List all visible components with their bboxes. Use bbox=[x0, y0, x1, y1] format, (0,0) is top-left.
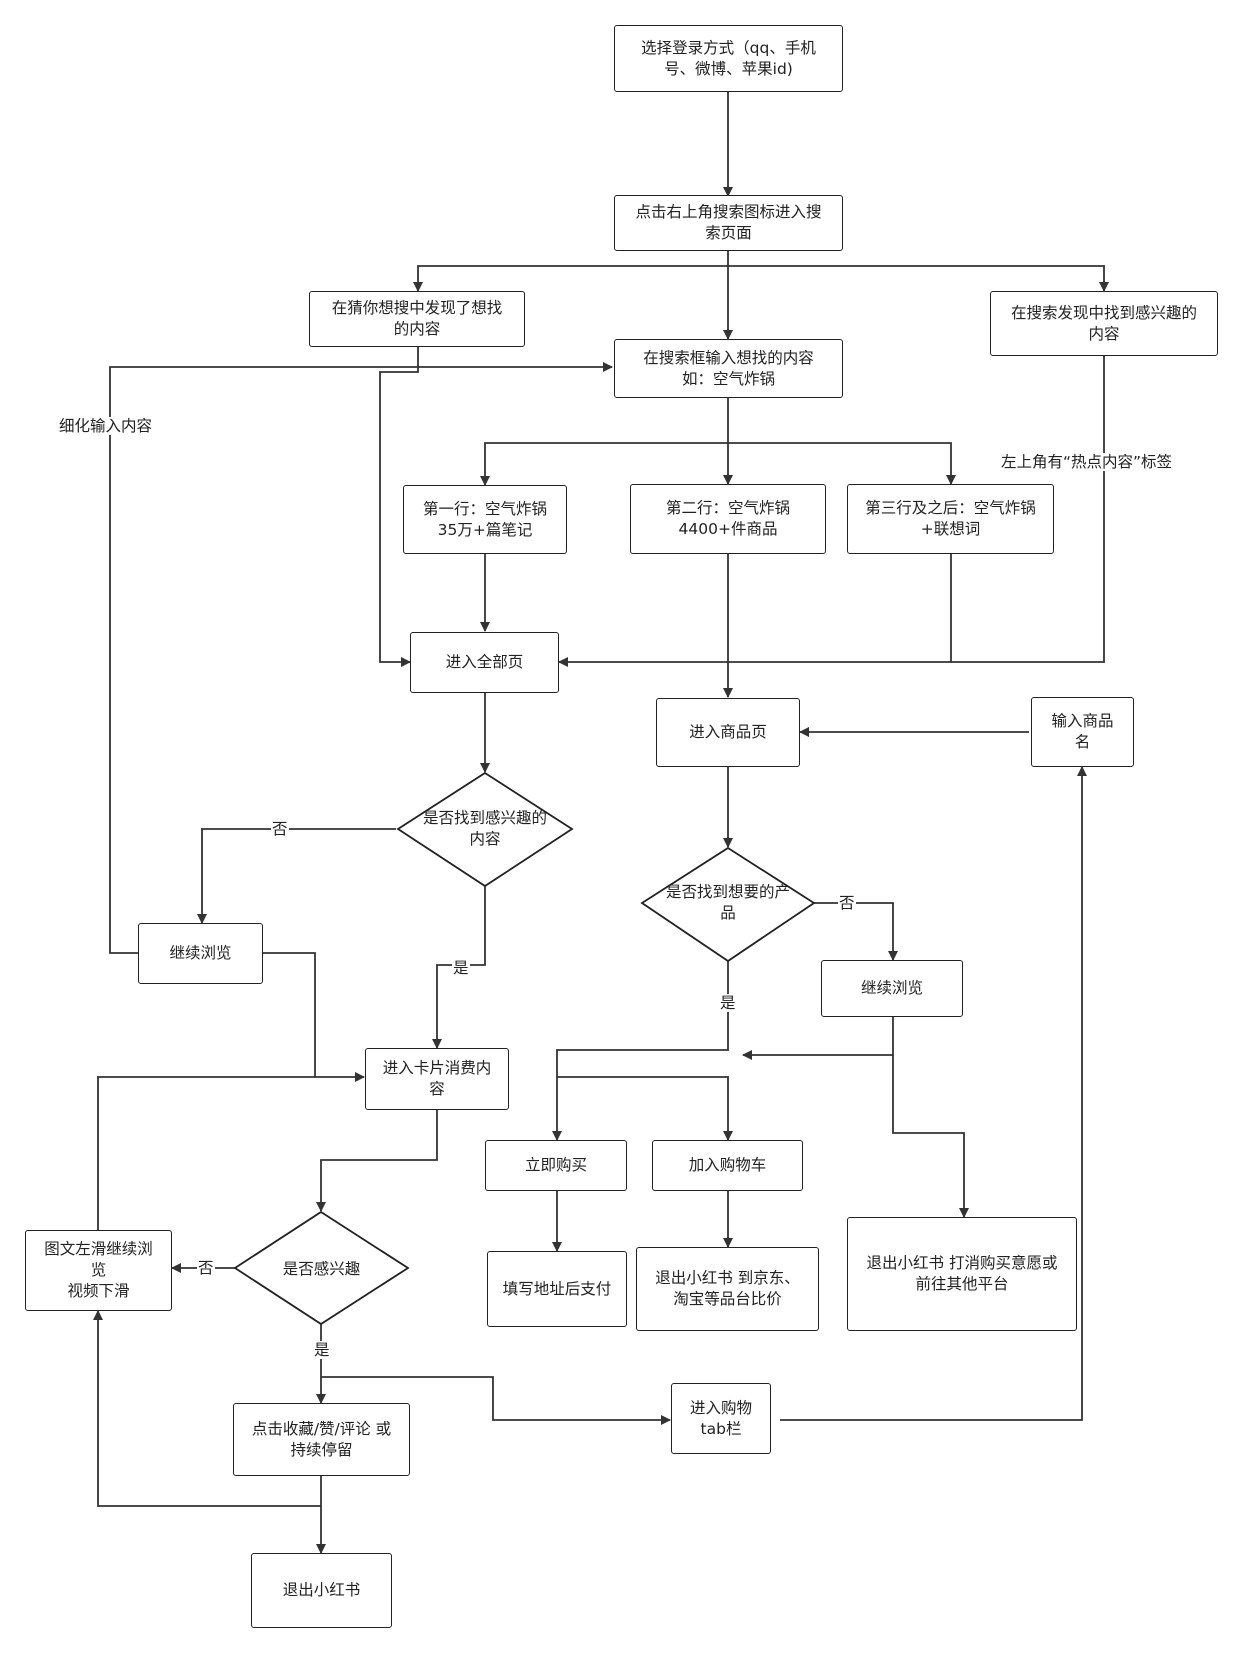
decision-found-product-text: 是否找到想要的产 品 bbox=[665, 883, 790, 922]
node-add-to-cart: 加入购物车 bbox=[652, 1140, 803, 1191]
edge-continue-right-to-exit bbox=[892, 1055, 969, 1218]
node-enter-product-page: 进入商品页 bbox=[656, 698, 800, 767]
label-yes-interested: 是 bbox=[313, 1341, 331, 1359]
edge-input-to-row-third bbox=[728, 442, 956, 485]
label-refine-input: 细化输入内容 bbox=[58, 417, 154, 435]
node-search-input: 在搜索框输入想找的内容 如：空气炸锅 bbox=[614, 339, 843, 398]
connectors bbox=[93, 92, 1109, 1554]
decision-found-interest-shape bbox=[396, 771, 574, 888]
edge-yes-to-cart-tab bbox=[321, 1376, 671, 1425]
label-no-interested: 否 bbox=[197, 1259, 215, 1277]
node-exit-cancel-or-other: 退出小红书 打消购买意愿或 前往其他平台 bbox=[847, 1217, 1077, 1331]
node-row-third: 第三行及之后：空气炸锅 +联想词 bbox=[847, 484, 1054, 554]
node-exit-compare-price: 退出小红书 到京东、 淘宝等品台比价 bbox=[636, 1247, 819, 1331]
edge-card-to-interested bbox=[316, 1110, 438, 1212]
node-swipe-continue: 图文左滑继续浏 览 视频下滑 bbox=[25, 1230, 172, 1311]
node-enter-card-content: 进入卡片消费内 容 bbox=[365, 1048, 509, 1110]
node-guess-search: 在猜你想搜中发现了想找 的内容 bbox=[309, 291, 525, 347]
node-enter-cart-tab: 进入购物 tab栏 bbox=[671, 1383, 771, 1454]
node-enter-all-page: 进入全部页 bbox=[410, 632, 559, 693]
edge-search-icon-to-guess bbox=[413, 265, 728, 292]
node-fill-address-pay: 填写地址后支付 bbox=[487, 1251, 627, 1327]
edge-cart-tab-to-input-name bbox=[780, 766, 1087, 1421]
edge-merge-to-cart bbox=[557, 1076, 733, 1141]
decision-interested-text: 是否感兴趣 bbox=[282, 1259, 361, 1278]
node-input-product-name: 输入商品 名 bbox=[1031, 697, 1134, 767]
edge-continue-left-refine bbox=[109, 362, 613, 954]
edge-search-icon-to-discover bbox=[728, 265, 1109, 292]
edge-guess-to-all-page bbox=[379, 347, 419, 667]
edge-product-yes bbox=[552, 961, 729, 1141]
decision-found-interest-text: 是否找到感兴趣的 内容 bbox=[422, 809, 547, 848]
edge-continue-left-to-card bbox=[263, 952, 365, 1082]
decision-interested-shape bbox=[233, 1210, 410, 1326]
node-exit-app: 退出小红书 bbox=[251, 1553, 392, 1628]
label-hot-content-tag: 左上角有“热点内容”标签 bbox=[1000, 453, 1174, 471]
edge-swipe-to-card bbox=[97, 1076, 315, 1230]
edge-continue-right-to-merge bbox=[742, 1017, 894, 1060]
decision-found-product-shape bbox=[640, 846, 816, 963]
node-collect-like-comment: 点击收藏/赞/评论 或 持续停留 bbox=[233, 1403, 410, 1476]
label-yes-product: 是 bbox=[719, 994, 737, 1012]
node-search-discover: 在搜索发现中找到感兴趣的 内容 bbox=[990, 291, 1218, 356]
node-select-login: 选择登录方式（qq、手机 号、微博、苹果id) bbox=[614, 25, 843, 92]
edge-row-third-to-all-page bbox=[558, 554, 952, 667]
decision-shapes bbox=[233, 771, 816, 1326]
label-yes-interest: 是 bbox=[452, 959, 470, 977]
edge-input-to-row-first bbox=[480, 398, 729, 486]
node-row-first: 第一行：空气炸锅 35万+篇笔记 bbox=[403, 485, 567, 554]
label-no-interest: 否 bbox=[271, 820, 289, 838]
node-row-second: 第二行：空气炸锅 4400+件商品 bbox=[630, 484, 826, 554]
node-click-search-icon: 点击右上角搜索图标进入搜 索页面 bbox=[614, 195, 843, 251]
node-buy-now: 立即购买 bbox=[485, 1140, 627, 1191]
edge-interest-no bbox=[197, 828, 396, 924]
edge-collect-to-swipe bbox=[93, 1310, 321, 1507]
node-continue-browse-right: 继续浏览 bbox=[821, 960, 963, 1017]
node-continue-browse-left: 继续浏览 bbox=[138, 923, 263, 984]
label-no-product: 否 bbox=[838, 894, 856, 912]
